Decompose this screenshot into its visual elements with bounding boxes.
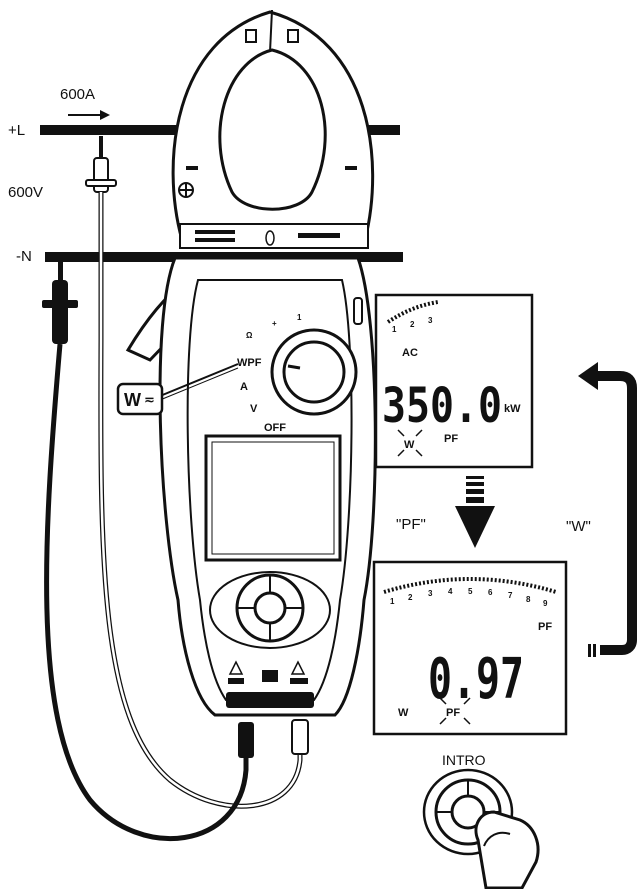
black-probe-tip [58,262,63,282]
meter-nav-center-button[interactable] [253,591,287,625]
jaw-tick-left [186,166,198,170]
black-probe-body [52,280,68,344]
svg-text:3: 3 [428,589,433,598]
display-pf-bargraph [383,577,557,594]
mode-badge-text: W [124,390,141,410]
display-pf-frame [372,560,568,736]
svg-text:+: + [272,319,277,328]
mode-badge-wave-icon: ≂ [144,393,155,408]
svg-text:1: 1 [390,597,395,606]
svg-text:1: 1 [392,325,397,334]
display-power-unit: kW [504,403,521,415]
svg-text:5: 5 [468,587,473,596]
clamp-meter: Ω + 1 WPF A V OFF [125,9,377,717]
side-button [353,297,363,325]
display-power-other-flag: PF [444,433,458,445]
voltage-label: 600V [8,184,44,201]
line-label: +L [8,122,26,139]
neutral-label: -N [16,248,32,265]
rotary-selector-knob [282,340,346,404]
svg-text:2: 2 [408,593,413,602]
svg-text:9: 9 [543,599,548,608]
selector-callout-line [159,363,239,397]
w-caption: "W" [566,518,591,535]
jaw-mark-left [245,29,257,43]
intro-label: INTRO [442,752,486,768]
warning-icon-left [228,660,244,675]
svg-text:6: 6 [488,588,493,597]
red-probe-guard [85,179,117,187]
display-power-reading: 350.0 [382,378,502,434]
warning-icon-right [290,660,306,675]
jaw-drop-mark [265,230,275,246]
jaw-tick-right [345,166,357,170]
display-power-frame [374,293,534,469]
selector-pos-v: V [250,403,258,415]
terminal-strip [226,692,314,708]
selector-pos-wpf: WPF [237,357,262,369]
selector-pos-a: A [240,381,248,393]
svg-text:2: 2 [410,320,415,329]
svg-text:4: 4 [448,587,453,596]
display-power-active-flag: W [404,439,415,451]
input-terminals [226,660,314,708]
display-pf: 1 2 3 4 5 6 7 8 9 PF 0.97 W PF [372,560,568,736]
svg-text:1: 1 [297,313,302,322]
rotary-pointer [287,364,301,370]
display-pf-reading: 0.97 [428,647,524,712]
return-arrow-icon [578,362,637,657]
display-power-bargraph [386,300,439,324]
red-lead-plug [291,719,309,755]
display-pf-unit: PF [538,621,552,633]
display-power-active-flag-rays [397,429,423,457]
display-pf-active-flag-rays [439,697,471,725]
svg-text:3: 3 [428,316,433,325]
black-lead-plug [238,722,254,758]
current-label: 600A [60,86,96,103]
selector-pos-off: OFF [264,422,286,434]
current-arrow-head [100,110,110,120]
svg-text:8: 8 [526,595,531,604]
display-power: 1 2 3 AC 350.0 kW W PF [374,293,534,469]
display-pf-other-flag: W [398,707,409,719]
black-lead-wire [44,343,249,842]
jaw-split [269,9,273,53]
clamp-jaw-opening [218,48,327,211]
svg-text:7: 7 [508,591,513,600]
mode-badge: W ≂ [116,382,164,416]
intro-button-detail [422,768,540,889]
finger-icon [474,810,540,889]
black-probe-guard [42,300,78,308]
down-arrow-icon [455,476,495,548]
meter-lcd [204,434,342,562]
display-power-mode: AC [402,347,418,359]
jaw-mark-right [287,29,299,43]
display-pf-active-flag: PF [446,707,460,719]
pf-caption: "PF" [396,516,426,533]
red-probe-tip [99,136,103,160]
test-leads [42,136,309,842]
svg-text:Ω: Ω [246,331,253,340]
